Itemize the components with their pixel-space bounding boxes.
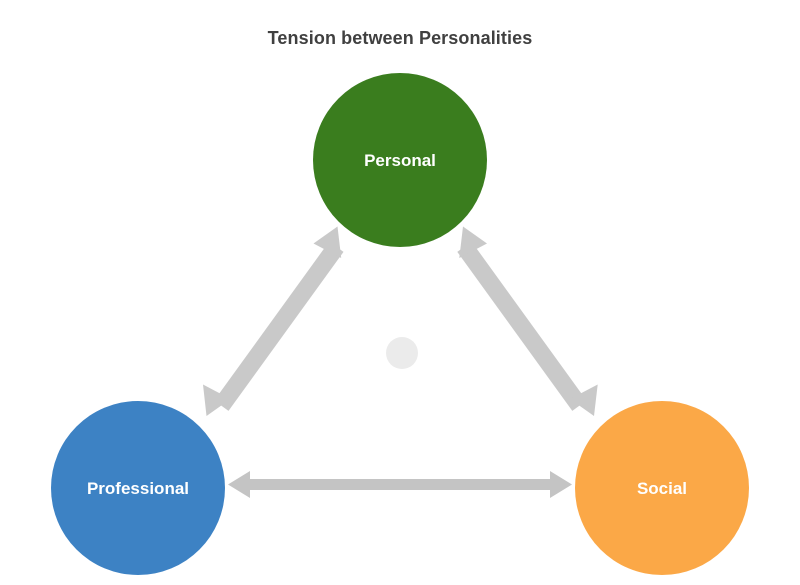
connector-personal-social [457,226,598,416]
arrow-shaft-personal-social [457,241,587,411]
arrow-shaft-professional-social [247,479,553,490]
node-professional[interactable]: Professional [51,401,225,575]
arrowhead-to-personal [313,226,342,258]
arrowhead-to-professional-h [228,471,250,498]
arrowhead-to-social [570,384,598,416]
connector-professional-social [228,471,572,498]
node-social-label: Social [636,478,688,498]
center-dot-marker [386,337,418,369]
node-social[interactable]: Social [575,401,749,575]
arrowhead-to-personal-right [459,226,487,258]
arrowhead-to-professional [203,384,231,416]
connector-professional-personal [203,226,344,416]
arrowhead-to-social-h [550,471,572,498]
page-title: Tension between Personalities [267,28,533,48]
node-personal[interactable]: Personal [313,73,487,247]
node-professional-label: Professional [86,478,190,498]
arrow-shaft-professional-personal [214,241,344,411]
node-personal-label: Personal [364,150,436,170]
